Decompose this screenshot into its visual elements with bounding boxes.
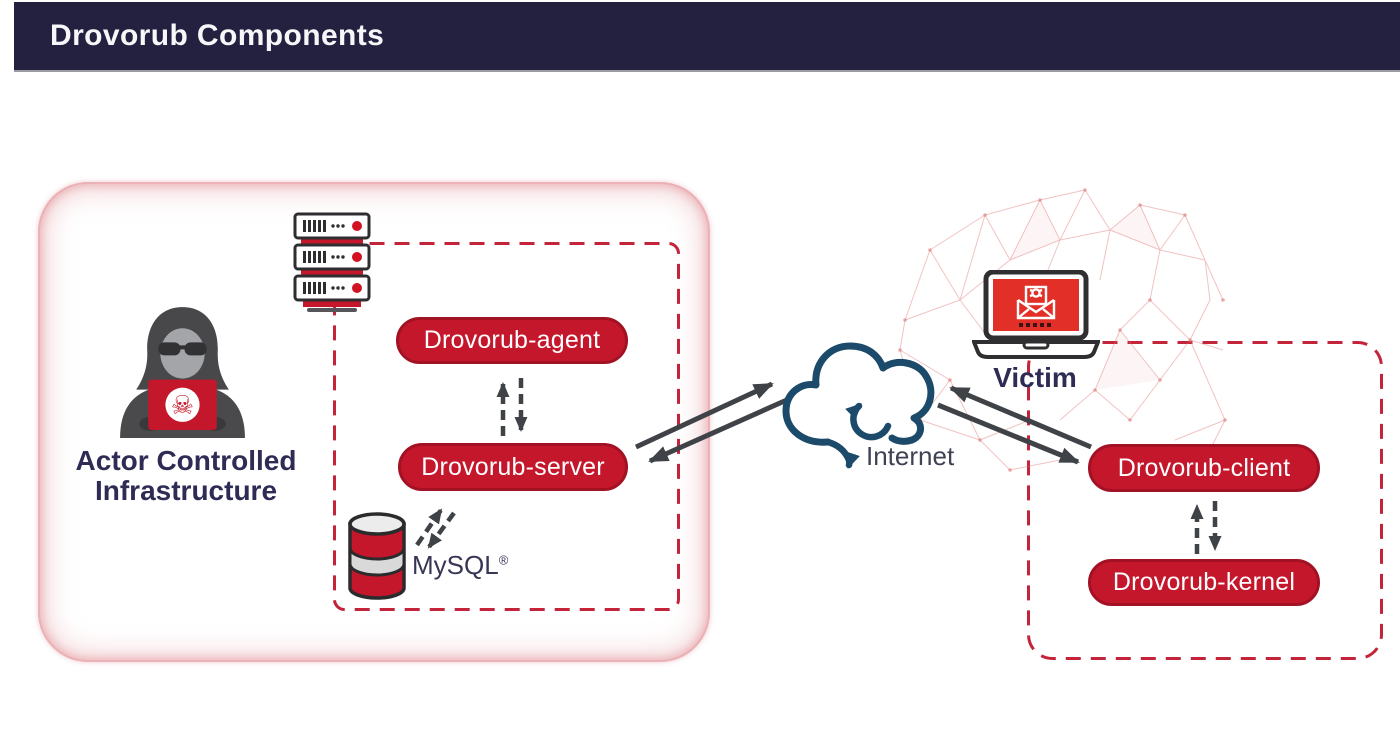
mysql-label: MySQL® bbox=[412, 550, 509, 580]
arrow-internet-to-client bbox=[937, 402, 1080, 465]
cloud-refresh-arrow bbox=[845, 402, 892, 441]
server-stack-icon bbox=[293, 212, 371, 312]
title-bar: Drovorub Components bbox=[14, 2, 1400, 72]
skull-icon: ☠ bbox=[171, 390, 194, 420]
drovorub-agent-node: Drovorub-agent bbox=[396, 317, 628, 364]
drovorub-server-node: Drovorub-server bbox=[398, 443, 628, 491]
actor-label-line1: Actor Controlled bbox=[75, 445, 297, 476]
mysql-database-icon bbox=[348, 512, 406, 600]
page-title: Drovorub Components bbox=[50, 19, 385, 52]
hacker-face bbox=[160, 328, 205, 379]
drovorub-kernel-node: Drovorub-kernel bbox=[1088, 559, 1320, 606]
sunglasses-icon bbox=[158, 342, 207, 356]
actor-label-line2: Infrastructure bbox=[94, 475, 278, 506]
cloud-down-arrow bbox=[824, 438, 860, 469]
drovorub-client-node: Drovorub-client bbox=[1088, 444, 1320, 492]
arrow-client-to-internet bbox=[949, 385, 1092, 450]
internet-cloud-icon bbox=[782, 342, 935, 469]
hacker-icon: ☠ bbox=[120, 307, 245, 438]
victim-laptop-icon bbox=[972, 270, 1100, 359]
internet-label: Internet bbox=[866, 441, 955, 471]
registered-trademark: ® bbox=[498, 552, 509, 568]
malicious-email-icon bbox=[1016, 285, 1056, 320]
victim-label: Victim bbox=[993, 362, 1077, 393]
actor-infrastructure-label: Actor Controlled Infrastructure bbox=[36, 446, 336, 506]
